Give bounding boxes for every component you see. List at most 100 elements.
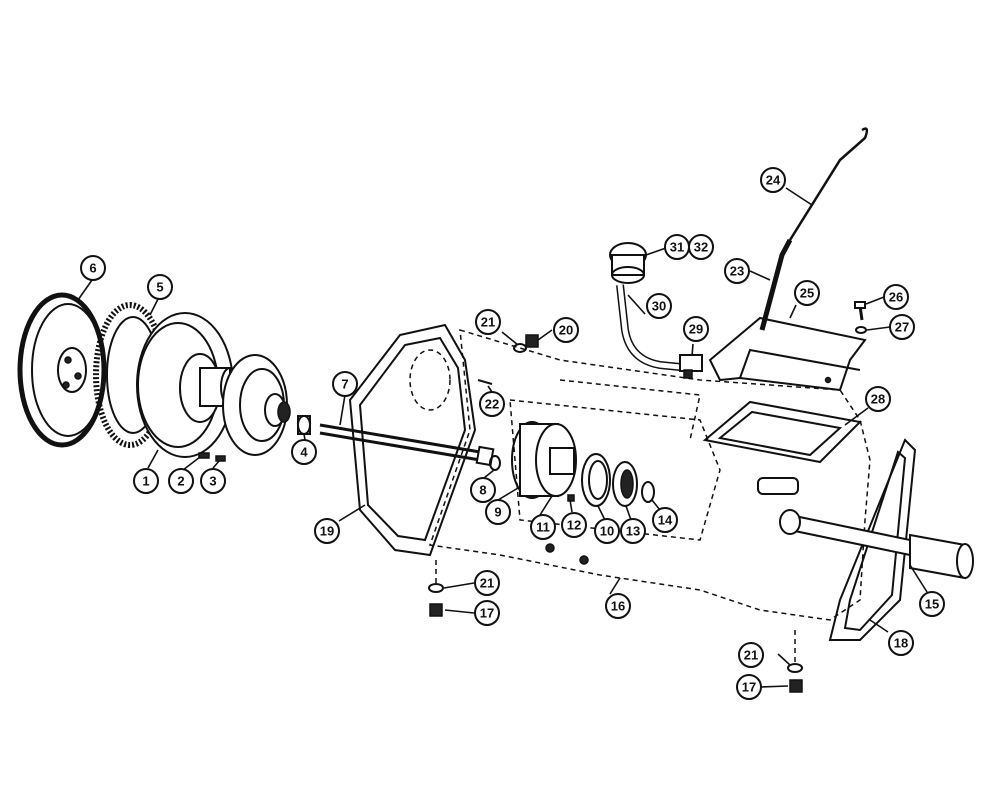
input-shaft-part <box>319 423 495 467</box>
callout-27: 27 <box>889 314 915 340</box>
callout-label: 14 <box>658 513 673 528</box>
callout-31: 31 <box>664 234 690 260</box>
callout-32: 32 <box>688 234 714 260</box>
callout-18: 18 <box>888 630 914 656</box>
callout-9: 9 <box>485 499 511 525</box>
leader-lines <box>77 187 928 688</box>
callout-21-rear: 21 <box>738 642 764 668</box>
cover-bolt-part <box>854 301 866 321</box>
transmission-case-part <box>409 328 871 621</box>
rear-gasket-part <box>828 438 917 641</box>
front-pump-part <box>222 354 291 456</box>
snap-ring-part <box>641 481 655 503</box>
callout-label: 30 <box>652 299 666 314</box>
callout-label: 21 <box>480 576 494 591</box>
top-plug-part <box>513 334 539 353</box>
top-gasket-part <box>702 400 863 464</box>
callout-5: 5 <box>147 274 173 300</box>
callout-label: 31 <box>670 240 684 255</box>
callout-25: 25 <box>794 280 820 306</box>
callout-19: 19 <box>314 518 340 544</box>
callout-21-top: 21 <box>475 309 501 335</box>
callout-13: 13 <box>620 518 646 544</box>
output-shaft-part <box>779 509 974 580</box>
seal-ring-part <box>489 455 501 471</box>
callout-11: 11 <box>530 514 556 540</box>
rear-plug-part <box>789 679 803 693</box>
callout-label: 26 <box>889 290 903 305</box>
bushing-part <box>297 415 311 435</box>
filler-cap-part <box>609 242 647 284</box>
lower-plug-part <box>429 603 443 617</box>
washer-part <box>581 453 611 507</box>
callout-label: 16 <box>611 599 625 614</box>
callout-15: 15 <box>919 591 945 617</box>
callout-label: 28 <box>871 392 885 407</box>
front-gasket-part <box>348 323 477 557</box>
callout-label: 19 <box>320 524 334 539</box>
callout-1: 1 <box>133 468 159 494</box>
callout-label: 29 <box>689 322 703 337</box>
callout-label: 13 <box>626 524 640 539</box>
lower-oring-part <box>428 583 444 593</box>
callout-label: 25 <box>800 286 814 301</box>
small-screw-part <box>567 494 575 502</box>
pump-body-part <box>511 421 577 499</box>
callout-label: 32 <box>694 240 708 255</box>
callout-label: 7 <box>341 377 348 392</box>
callout-26: 26 <box>883 284 909 310</box>
callout-label: 10 <box>600 524 614 539</box>
small-bolt-parts <box>198 452 226 462</box>
callout-label: 27 <box>895 320 909 335</box>
tube-fitting-part <box>679 354 703 379</box>
callout-label: 11 <box>536 520 550 535</box>
callout-label: 5 <box>156 280 163 295</box>
callout-label: 8 <box>479 483 486 498</box>
callout-6: 6 <box>80 255 106 281</box>
dipstick-tube-part <box>759 238 793 331</box>
callout-label: 21 <box>481 315 495 330</box>
callout-14: 14 <box>652 507 678 533</box>
callout-21-lower: 21 <box>474 570 500 596</box>
callout-label: 17 <box>742 680 756 695</box>
callout-2: 2 <box>168 468 194 494</box>
callout-23: 23 <box>724 258 750 284</box>
callout-29: 29 <box>683 316 709 342</box>
callout-label: 17 <box>480 606 494 621</box>
callout-7: 7 <box>332 371 358 397</box>
callout-label: 24 <box>766 173 781 188</box>
callout-label: 21 <box>744 648 758 663</box>
callout-label: 20 <box>559 323 573 338</box>
callout-16: 16 <box>605 593 631 619</box>
callout-22: 22 <box>479 391 505 417</box>
callout-17-rear: 17 <box>736 674 762 700</box>
callout-label: 1 <box>142 474 149 489</box>
callout-4: 4 <box>291 439 317 465</box>
callout-label: 18 <box>894 636 908 651</box>
cover-washer-part <box>855 326 867 334</box>
callout-label: 9 <box>494 505 501 520</box>
callout-3: 3 <box>200 468 226 494</box>
torque-converter-part <box>136 312 240 458</box>
callout-label: 2 <box>177 474 184 489</box>
rear-oring-part <box>787 663 803 673</box>
callout-30: 30 <box>646 293 672 319</box>
callout-label: 15 <box>925 597 939 612</box>
callout-label: 3 <box>209 474 216 489</box>
callout-24: 24 <box>760 167 786 193</box>
callout-8: 8 <box>470 477 496 503</box>
valve-cover-part <box>708 316 867 392</box>
callout-label: 6 <box>89 261 96 276</box>
callout-label: 4 <box>300 445 308 460</box>
bearing-part <box>612 461 638 507</box>
callout-10: 10 <box>594 518 620 544</box>
callout-17-lower: 17 <box>474 600 500 626</box>
dipstick-part <box>788 127 869 241</box>
callout-12: 12 <box>561 512 587 538</box>
callout-28: 28 <box>865 386 891 412</box>
callout-label: 23 <box>730 264 744 279</box>
callout-20: 20 <box>553 317 579 343</box>
flywheel-part <box>17 292 107 448</box>
callout-label: 22 <box>485 397 499 412</box>
